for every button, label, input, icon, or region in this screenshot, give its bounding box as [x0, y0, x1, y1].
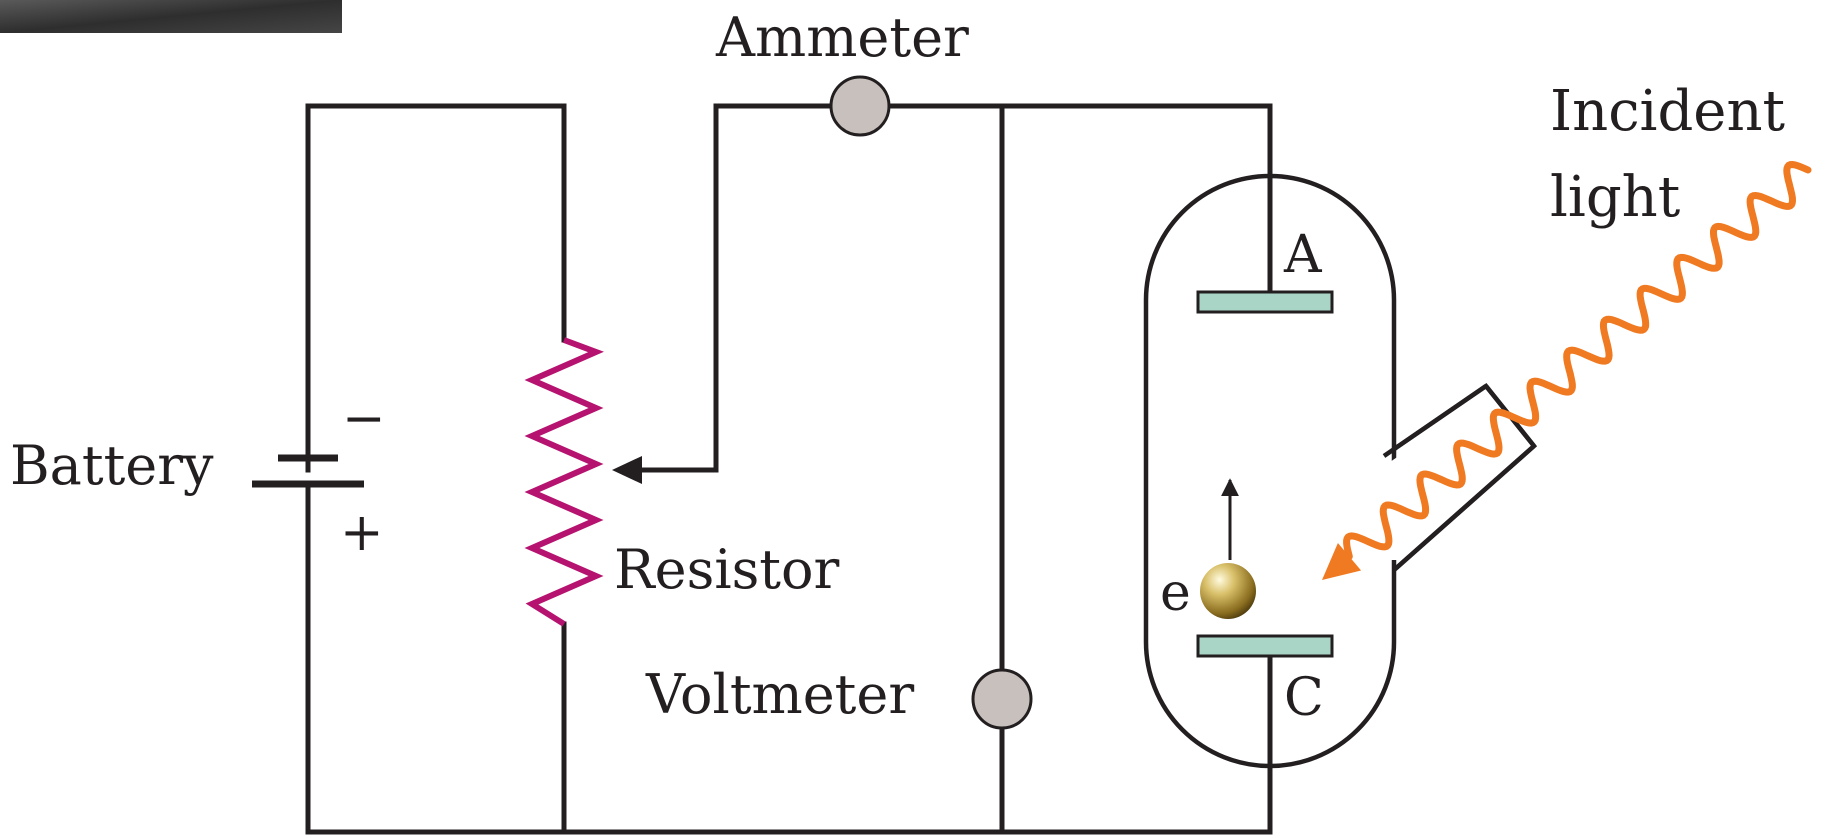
incident-light-arrowhead: [1322, 543, 1362, 580]
incident-light-label-line1: Incident: [1550, 79, 1786, 144]
incident-light-wavy-arrow-icon: [1343, 160, 1812, 560]
cathode-label: C: [1284, 668, 1324, 728]
electron-sphere-icon: [1200, 563, 1256, 619]
battery-plus-label: +: [340, 503, 384, 563]
incident-light-label-line2: light: [1550, 165, 1681, 230]
anode-plate: [1196, 290, 1334, 314]
voltmeter-label: Voltmeter: [645, 663, 914, 726]
resistor-wiper-arrow: [612, 456, 716, 484]
resistor-zigzag: [524, 337, 604, 627]
battery-label: Battery: [10, 434, 214, 497]
ammeter-label: Ammeter: [715, 6, 969, 69]
circuit-wires: [305, 103, 1273, 835]
anode-label: A: [1283, 225, 1323, 285]
battery-minus-label: −: [342, 389, 386, 449]
battery: [252, 454, 364, 488]
wire-wiper-to-ammeter: [713, 103, 833, 473]
voltmeter-circle-icon: [971, 668, 1033, 730]
photo-tube: [1143, 173, 1538, 769]
cathode-plate: [1196, 634, 1334, 658]
ammeter-circle-icon: [829, 75, 891, 137]
electron-label: e: [1160, 563, 1191, 623]
cropped-photo-corner: [0, 0, 342, 33]
wire-bottom-rail: [305, 481, 1273, 835]
wire-ammeter-to-anode: [887, 103, 1273, 181]
wire-battery-top: [305, 103, 567, 473]
resistor-label: Resistor: [614, 538, 840, 601]
